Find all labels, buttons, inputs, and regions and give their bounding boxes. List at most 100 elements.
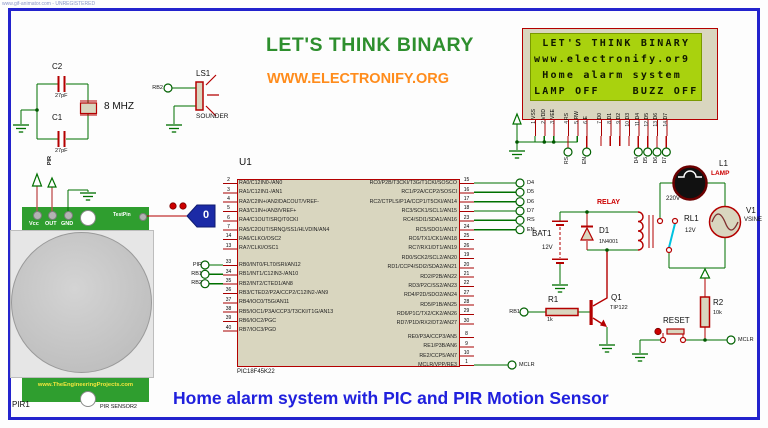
- num: 40: [225, 324, 232, 331]
- num: 18: [463, 205, 470, 212]
- terminal-rb1-driver: RB1: [509, 309, 520, 315]
- label: VEE: [549, 109, 556, 120]
- pir-dome: [11, 232, 152, 373]
- num: 34: [225, 268, 232, 275]
- pir-label-gnd: GND: [61, 221, 74, 227]
- num: 28: [463, 298, 470, 305]
- pic-microcontroller[interactable]: [237, 179, 460, 367]
- pir-label-out: OUT: [45, 221, 57, 227]
- lcd-stubs-data: [601, 120, 668, 136]
- main-title: LET'S THINK BINARY: [266, 34, 474, 56]
- num: 7: [227, 223, 230, 230]
- v1-type: VSINE: [744, 217, 763, 223]
- watermark: www.gif-animator.com - UNREGISTERED: [2, 1, 96, 7]
- pir-mount-hole-top: [80, 210, 96, 226]
- num: 1: [531, 121, 538, 124]
- num: 38: [225, 305, 232, 312]
- label: RA0/C12IN0-/AN0: [239, 180, 283, 186]
- label: VSS: [531, 109, 538, 120]
- bat1-value: 12V: [542, 245, 553, 251]
- relay-label: RELAY: [597, 199, 621, 206]
- lcd-line-1: LET'S THINK BINARY: [534, 37, 691, 49]
- num: 8: [606, 121, 613, 124]
- chip-ref: U1: [239, 157, 252, 168]
- num: 4: [227, 195, 230, 202]
- label: RC6/TX1/CK1/AN18: [408, 235, 457, 242]
- num: 16: [463, 186, 470, 193]
- lamp-label: LAMP: [711, 170, 730, 177]
- label: RA6/CLKO/OSC2: [239, 235, 282, 242]
- label: RB5/IOC1/P3A/CCP3/T3CKI/T1G/AN13: [239, 308, 334, 315]
- num: 4: [564, 121, 571, 124]
- lcd-terminal-d5: D5: [643, 157, 650, 164]
- label: RB4/IOC0/T5G/AN11: [239, 299, 290, 306]
- num: 11: [634, 121, 641, 127]
- pir-pad-vcc: [33, 211, 42, 220]
- label: D5: [643, 113, 650, 120]
- num: 24: [463, 223, 470, 230]
- terminal-rb1: RB1: [191, 270, 202, 277]
- lcd-screen: LET'S THINK BINARY www.electronify.or9 H…: [530, 33, 702, 101]
- terminal-d4: D4: [527, 180, 535, 186]
- num: 10: [625, 121, 632, 127]
- num: 1: [465, 359, 468, 366]
- label: RE1/P3B/AN6: [423, 343, 457, 350]
- num: 30: [463, 317, 470, 324]
- chip-pin: MCLR/VPP/RE3 1: [252, 359, 473, 369]
- voltage-probe-value: 0: [202, 209, 210, 221]
- c2-value: 27pF: [55, 93, 68, 99]
- label: RA3/C1IN+/AN3/VREF+: [239, 207, 297, 214]
- lcd-terminal-rs: RS: [563, 157, 570, 164]
- pir-pad-out: [48, 211, 57, 220]
- num: 7: [597, 121, 604, 124]
- label: RB7/IOC3/PGD: [239, 327, 277, 334]
- chip-stubs-ra: [223, 182, 237, 251]
- num: 29: [463, 308, 470, 315]
- chip-stubs-rc: [460, 182, 474, 251]
- label: MCLR/VPP/RE3: [418, 361, 457, 368]
- rl1-value: 12V: [685, 228, 696, 234]
- label: D1: [606, 113, 613, 120]
- label: RA4/C1OUT/SRQ/T0CKI: [239, 217, 299, 224]
- q1-part: TIP122: [610, 305, 628, 311]
- label: D0: [597, 113, 604, 120]
- num: 13: [653, 121, 660, 127]
- lcd-line-4: LAMP OFF BUZZ OFF: [534, 86, 699, 98]
- v1-ref: V1: [746, 206, 756, 215]
- num: 19: [463, 252, 470, 259]
- crystal-freq: 8 MHZ: [104, 101, 134, 112]
- label: RD5/P1B/AN25: [420, 301, 457, 308]
- rl1-ref: RL1: [684, 214, 699, 223]
- r2-value: 10k: [713, 310, 722, 316]
- label: RA7/CLKI/OSC1: [239, 245, 279, 252]
- label: RB3/CTED2/P2A/CCP2/C12IN2-/AN9: [239, 289, 329, 296]
- num: 10: [463, 349, 470, 356]
- pir-label-vcc: Vcc: [29, 221, 39, 227]
- label: RB2/INT2/CTED1/AN8: [239, 280, 293, 287]
- label: RB6/IOC2/PGC: [239, 317, 277, 324]
- pir-pad-testpin[interactable]: [139, 213, 147, 221]
- num: 6: [582, 121, 589, 124]
